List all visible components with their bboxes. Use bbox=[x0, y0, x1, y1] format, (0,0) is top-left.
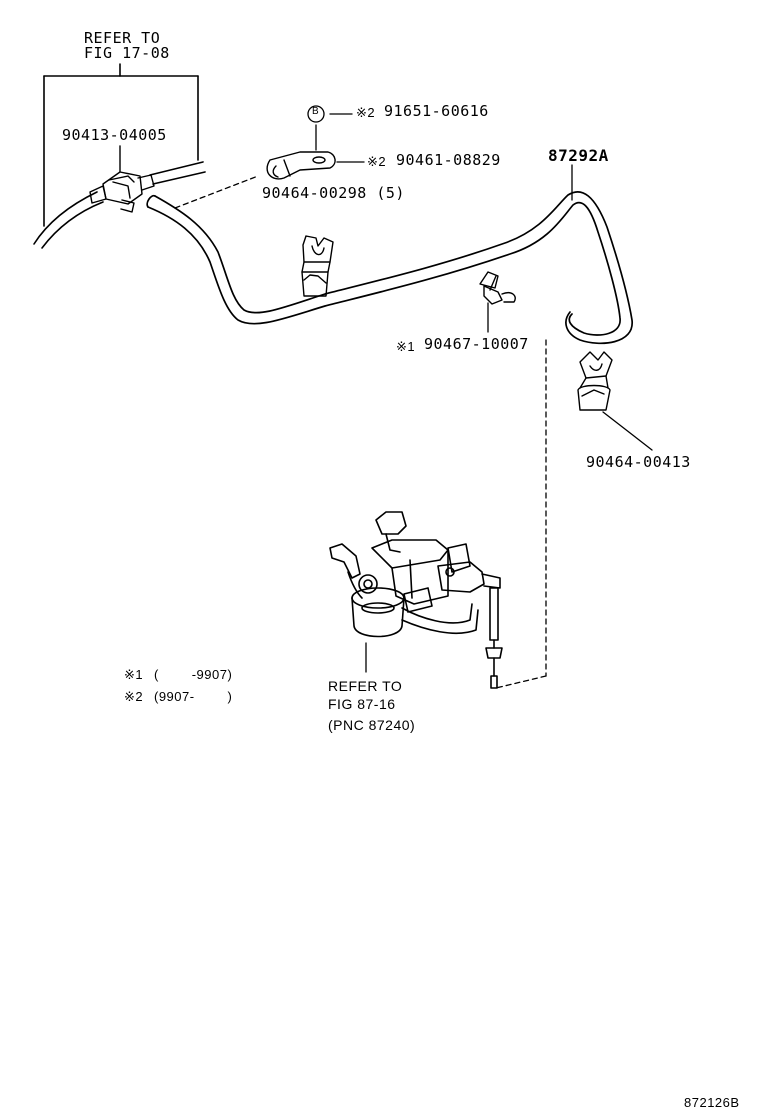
clamp-right bbox=[577, 351, 613, 411]
note-1-mark: ※1 bbox=[124, 667, 144, 682]
bolt-marker-letter: B bbox=[312, 106, 320, 117]
tee-right-hose bbox=[149, 161, 206, 185]
tee-fitting bbox=[89, 145, 155, 213]
valve-assembly bbox=[329, 511, 503, 689]
part-number-hose-clip: 90461-08829 bbox=[396, 151, 501, 169]
clamp-left bbox=[301, 235, 334, 297]
diagram-code: 872126B bbox=[684, 1095, 740, 1110]
dashed-refs bbox=[174, 175, 547, 689]
refer-top-line2: FIG 17-08 bbox=[84, 44, 170, 62]
refer-bottom-line3: (PNC 87240) bbox=[328, 717, 416, 733]
refer-bottom-line1: REFER TO bbox=[328, 678, 403, 694]
part-number-bolt: 91651-60616 bbox=[384, 102, 489, 120]
refer-bottom-line2: FIG 87-16 bbox=[328, 696, 396, 712]
refer-top-line1: REFER TO bbox=[84, 29, 161, 47]
part-number-tee: 90413-04005 bbox=[62, 126, 167, 144]
part-number-hose: 87292A bbox=[548, 146, 609, 165]
part-number-clamp-left: 90464-00298 (5) bbox=[262, 184, 405, 202]
left-hose bbox=[33, 191, 104, 249]
leader-lines bbox=[315, 113, 653, 673]
note-mark-hose-clip: ※2 bbox=[367, 154, 387, 169]
note-2-text: (9907- ) bbox=[154, 689, 233, 704]
bolt-marker bbox=[307, 105, 325, 123]
part-number-clamp-right: 90464-00413 bbox=[586, 453, 691, 471]
hose-clip bbox=[266, 151, 336, 180]
note-2-mark: ※2 bbox=[124, 689, 144, 704]
note-1-text: ( -9907) bbox=[154, 667, 233, 682]
refer-bracket bbox=[43, 63, 199, 227]
note-mark-clip-mid: ※1 bbox=[396, 339, 416, 354]
main-hose bbox=[146, 190, 633, 345]
note-mark-bolt: ※2 bbox=[356, 105, 376, 120]
part-number-clip-mid: 90467-10007 bbox=[424, 335, 529, 353]
clip-mid bbox=[479, 271, 516, 305]
